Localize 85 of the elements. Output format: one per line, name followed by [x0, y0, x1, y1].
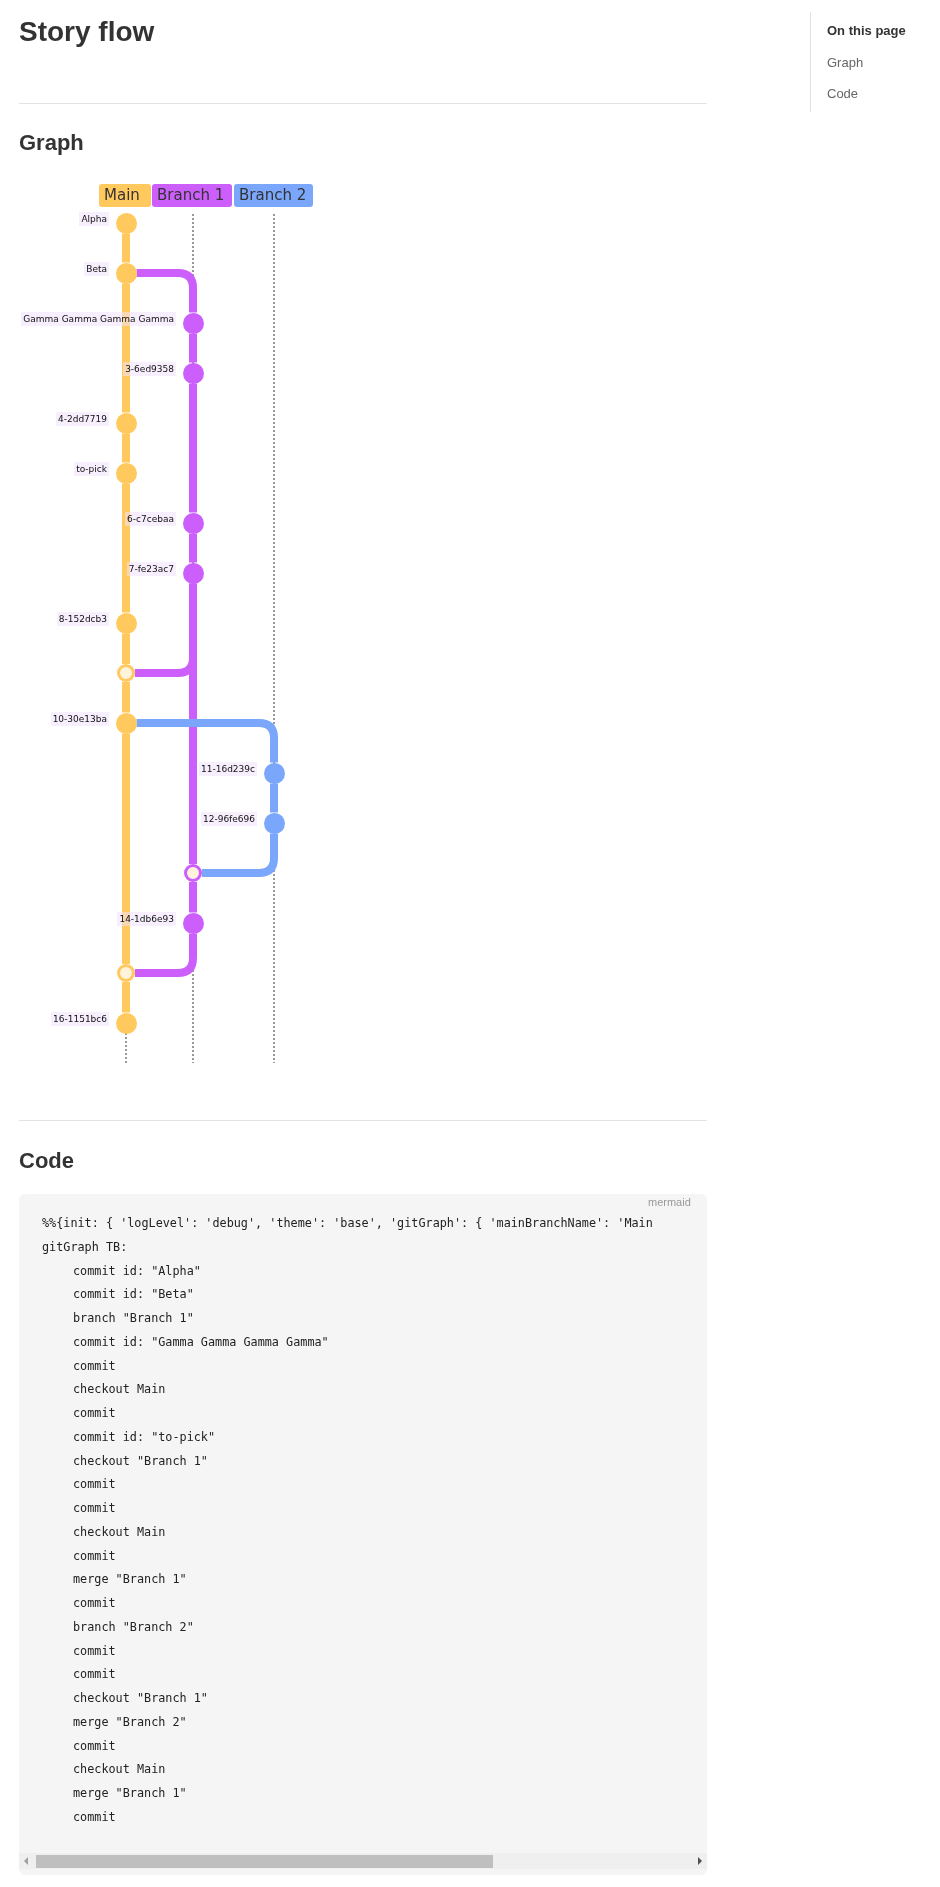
page-title: Story flow — [19, 16, 155, 48]
commit-dot — [182, 312, 204, 334]
branch-line — [122, 283, 130, 413]
code-language-tag: mermaid — [648, 1196, 691, 1208]
branch-label: Branch 1 — [152, 184, 232, 207]
commit-label: Gamma Gamma Gamma Gamma — [21, 312, 176, 326]
code-line: branch "Branch 1" — [73, 1311, 194, 1325]
section-heading: Code — [19, 1148, 74, 1174]
code-line: commit id: "Alpha" — [73, 1263, 201, 1278]
sidebar-link: Graph — [827, 55, 864, 70]
code-line: branch "Branch 2" — [73, 1619, 194, 1634]
commit-label: Alpha — [79, 212, 109, 226]
commit-label: Beta — [84, 262, 109, 276]
commit-label: to-pick — [74, 462, 109, 476]
commit-dot — [182, 362, 204, 384]
code-line: gitGraph TB: — [42, 1239, 128, 1254]
code-line: merge "Branch 1" — [73, 1572, 187, 1587]
commit-label: 10-30e13ba — [50, 712, 109, 726]
code-line: commit id: "Gamma Gamma Gamma Gamma" — [73, 1334, 329, 1349]
code-line: %%{init: { 'logLevel': 'debug', 'theme': 'base', 'gitGraph': { 'mainBranchName': 'Main — [42, 1216, 653, 1230]
branch-line — [122, 233, 130, 263]
code-line: commit — [73, 1809, 116, 1824]
code-line: commit — [73, 1643, 116, 1658]
commit-dot — [115, 262, 137, 284]
branch-line — [189, 383, 197, 513]
commit-label: 16-1151bc6 — [51, 1012, 109, 1026]
sidebar-link: Code — [827, 86, 859, 101]
code-line: commit — [73, 1406, 116, 1420]
branch-line — [122, 733, 130, 964]
commit-label: 14-1db6e93 — [117, 912, 176, 926]
commit-dot — [115, 1012, 137, 1034]
code-line: commit — [73, 1548, 116, 1563]
branch-line — [136, 719, 278, 763]
code-line: commit — [73, 1358, 116, 1373]
commit-dot — [263, 762, 285, 784]
commit-dot — [115, 712, 137, 734]
code-line: commit — [73, 1596, 116, 1610]
branch-line — [189, 583, 197, 864]
commit-label: 8-152dcb3 — [56, 612, 109, 626]
commit-dot — [182, 512, 204, 534]
section-heading: Graph — [19, 130, 84, 156]
branch-line — [189, 882, 197, 913]
branch-label: Branch 2 — [234, 184, 313, 207]
branch-label: Main — [99, 184, 151, 207]
code-line: merge "Branch 2" — [73, 1714, 187, 1729]
code-line: commit — [73, 1667, 116, 1682]
code-line: checkout Main — [73, 1524, 166, 1539]
code-line: checkout "Branch 1" — [73, 1453, 208, 1468]
code-line: checkout Main — [73, 1762, 166, 1777]
sidebar-heading: On this page — [827, 23, 906, 38]
commit-dot — [115, 412, 137, 434]
branch-line — [189, 333, 197, 363]
branch-line — [270, 783, 278, 813]
code-line: commit id: "Beta" — [73, 1287, 194, 1302]
commit-dot — [263, 812, 285, 834]
branch-line — [189, 533, 197, 563]
code-line: commit — [73, 1738, 116, 1753]
code-line: commit id: "to-pick" — [73, 1429, 216, 1444]
merge-commit-dot — [184, 864, 202, 882]
commit-dot — [115, 212, 137, 234]
commit-label: 12-96fe696 — [200, 812, 257, 826]
commit-label: 4-2dd7719 — [55, 412, 109, 426]
code-line: commit — [73, 1501, 116, 1515]
commit-label: 11-16d239c — [199, 762, 257, 776]
code-line: checkout Main — [73, 1382, 166, 1397]
branch-line — [122, 433, 130, 463]
branch-line — [122, 682, 130, 713]
code-line: commit — [73, 1477, 116, 1492]
commit-label: 3-6ed9358 — [123, 362, 176, 376]
merge-commit-dot — [117, 964, 135, 982]
commit-dot — [182, 562, 204, 584]
commit-dot — [182, 912, 204, 934]
commit-dot — [115, 612, 137, 634]
commit-dot — [115, 462, 137, 484]
code-line: checkout "Branch 1" — [73, 1691, 208, 1705]
merge-commit-dot — [117, 664, 135, 682]
branch-line — [135, 933, 197, 977]
branch-line — [136, 269, 197, 313]
commit-label: 7-fe23ac7 — [126, 562, 176, 576]
branch-line — [122, 483, 130, 613]
branch-line — [122, 633, 130, 664]
branch-line — [122, 982, 130, 1013]
code-line: merge "Branch 1" — [73, 1786, 187, 1800]
commit-label: 6-c7cebaa — [125, 512, 176, 526]
branch-line — [202, 833, 278, 877]
